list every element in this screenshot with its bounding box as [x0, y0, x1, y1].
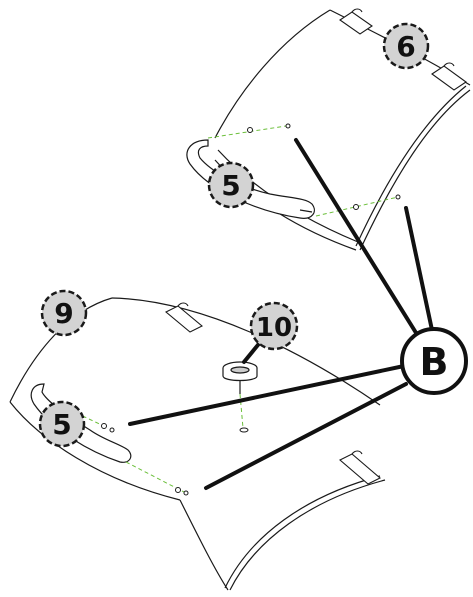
- callout-5-top-label: 5: [221, 169, 240, 202]
- callout-5-bottom-label: 5: [52, 408, 71, 441]
- lower-right-handle: [339, 450, 381, 485]
- callout-9: 9: [40, 289, 88, 337]
- part-10-fitting: [222, 361, 258, 394]
- callout-6-label: 6: [396, 30, 415, 63]
- callout-5-top: 5: [207, 161, 255, 209]
- hardware-callout-b-label: B: [420, 340, 449, 384]
- upper-hardware: [247, 123, 401, 210]
- callout-5-bottom: 5: [38, 400, 86, 448]
- part-10-leader: [242, 338, 264, 364]
- callout-9-label: 9: [54, 297, 73, 330]
- upper-side-handle: [186, 139, 315, 219]
- hardware-callout-b: B: [400, 327, 468, 395]
- upper-top-handle-right: [431, 62, 467, 91]
- b-leader-lines: [128, 138, 434, 490]
- lower-canopy-panel: [9, 297, 386, 591]
- lower-hardware: [101, 423, 249, 496]
- upper-top-handle-left: [339, 8, 373, 35]
- lower-top-handle: [165, 302, 203, 333]
- callout-10: 10: [249, 301, 299, 351]
- callout-10-label: 10: [256, 313, 292, 343]
- callout-6: 6: [382, 22, 430, 70]
